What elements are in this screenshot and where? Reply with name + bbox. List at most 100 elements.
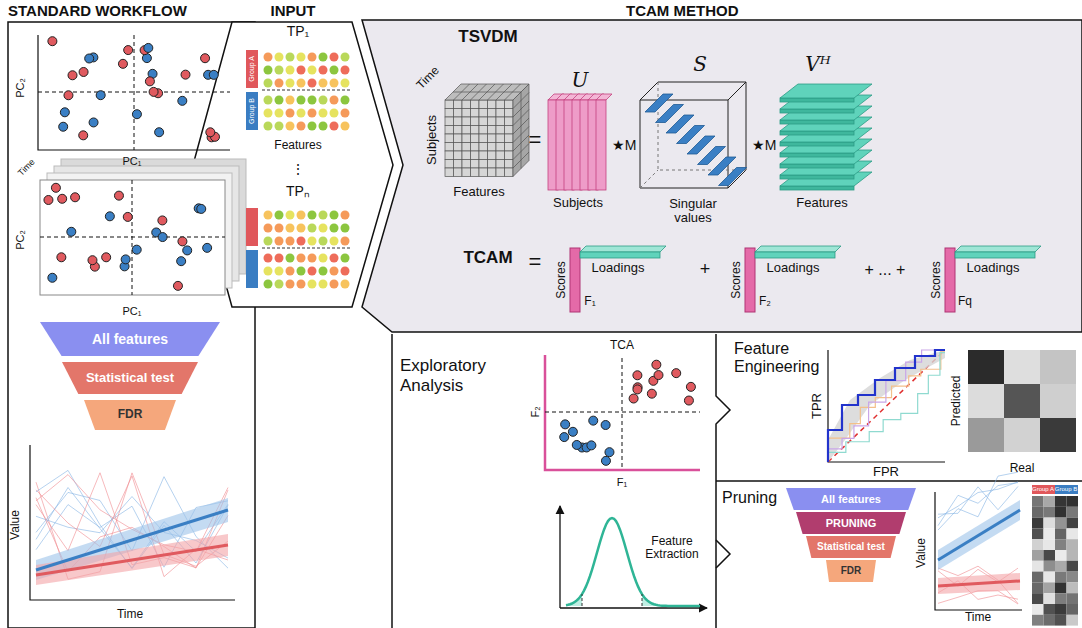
tensor-cell [471, 134, 480, 143]
feature-dot [297, 224, 306, 233]
funnel-step: PRUNING [796, 512, 906, 534]
heatmap-cell [1055, 593, 1067, 604]
group-bar [1032, 485, 1055, 494]
confusion-cell [1040, 384, 1076, 418]
feature-dot [330, 66, 339, 75]
feature-dot [330, 211, 339, 220]
tensor-cell [496, 151, 505, 160]
feature-dot [341, 237, 350, 246]
feature-dot [286, 237, 295, 246]
data-point [686, 382, 695, 391]
data-point [197, 204, 206, 213]
label: ★M [752, 138, 777, 153]
s-cube [640, 170, 658, 188]
feature-dot [275, 109, 284, 118]
panel: PruningAll featuresPRUNINGStatistical te… [716, 481, 1082, 628]
tensor-cell [479, 109, 488, 118]
heatmap-cell [1044, 561, 1056, 572]
panel: Exploratory Analysis [392, 334, 716, 628]
v-slab-front [780, 142, 854, 146]
tensor-cell [479, 160, 488, 169]
label: Time [17, 158, 38, 179]
data-point [647, 389, 656, 398]
feature-dot [297, 53, 306, 62]
panel: TCAM METHODExploratory AnalysisFeature E… [364, 0, 1082, 628]
data-point [203, 243, 212, 252]
tensor-cell [471, 117, 480, 126]
tensor-cell [505, 168, 514, 177]
heatmap-cell [1055, 528, 1067, 539]
funnel-fill [40, 322, 220, 356]
label: Singular values [653, 197, 733, 226]
feature-dot [275, 224, 284, 233]
heatmap-cell [1044, 539, 1056, 550]
data-point [67, 227, 76, 236]
feature-dot [286, 211, 295, 220]
feature-dot [275, 254, 284, 263]
label: Loadings [767, 261, 820, 275]
group-bar [246, 250, 258, 288]
feature-dot [319, 254, 328, 263]
tensor-cell [454, 151, 463, 160]
group-bar [246, 50, 258, 88]
heatmap-cell [1067, 496, 1079, 507]
confusion-cell [1040, 350, 1076, 384]
heatmap-cell [1067, 518, 1079, 529]
data-point [144, 43, 153, 52]
group-bar [1055, 485, 1078, 494]
label: Features [274, 139, 321, 152]
confusion-cell [1004, 384, 1040, 418]
data-point [79, 67, 88, 76]
feature-dot [341, 53, 350, 62]
feature-dot [341, 267, 350, 276]
funnel-label: Statistical test [817, 541, 885, 553]
tensor-cell [462, 117, 471, 126]
feature-dot [319, 53, 328, 62]
feature-dot [286, 267, 295, 276]
feature-dot [319, 96, 328, 105]
data-point [68, 71, 77, 80]
heatmap-cell [1055, 582, 1067, 593]
data-point [48, 37, 57, 46]
heatmap-cell [1067, 604, 1079, 615]
heatmap-cell [1044, 550, 1056, 561]
v-slab-front [780, 186, 854, 190]
heatmap-cell [1032, 593, 1044, 604]
feature-dot [330, 224, 339, 233]
tensor-cell [505, 160, 514, 169]
roc-band [828, 350, 945, 462]
label: FPR [873, 465, 899, 479]
crosshair [545, 412, 700, 413]
label: = [529, 250, 542, 274]
data-point [145, 77, 154, 86]
data-point [121, 255, 130, 264]
tensor-cell [488, 126, 497, 135]
heatmap-cell [1032, 496, 1044, 507]
label: + ... + [865, 261, 906, 279]
label: Subjects [425, 115, 439, 165]
data-point [102, 253, 111, 262]
data-point [672, 369, 681, 378]
tensor-cell [454, 100, 463, 109]
label: Scores [730, 261, 743, 298]
heatmap-cell [1055, 572, 1067, 583]
tensor-cell [471, 143, 480, 152]
label: F₂ [529, 407, 541, 418]
heatmap-cell [1067, 539, 1079, 550]
threshold [642, 594, 643, 606]
feature-dot [319, 224, 328, 233]
feature-dot [308, 79, 317, 88]
tensor-cell [445, 134, 454, 143]
funnel-step: FDR [826, 560, 876, 582]
data-point [181, 70, 190, 79]
tensor-cell [471, 160, 480, 169]
feature-dot [297, 267, 306, 276]
heatmap-cell [1067, 615, 1079, 626]
data-point [601, 421, 610, 430]
heatmap-cell [1032, 518, 1044, 529]
label: ⋮ [291, 162, 305, 177]
threshold [582, 594, 583, 606]
feature-dot [297, 254, 306, 263]
label: Scores [555, 261, 568, 298]
tcam-panel-ground [362, 20, 1082, 332]
